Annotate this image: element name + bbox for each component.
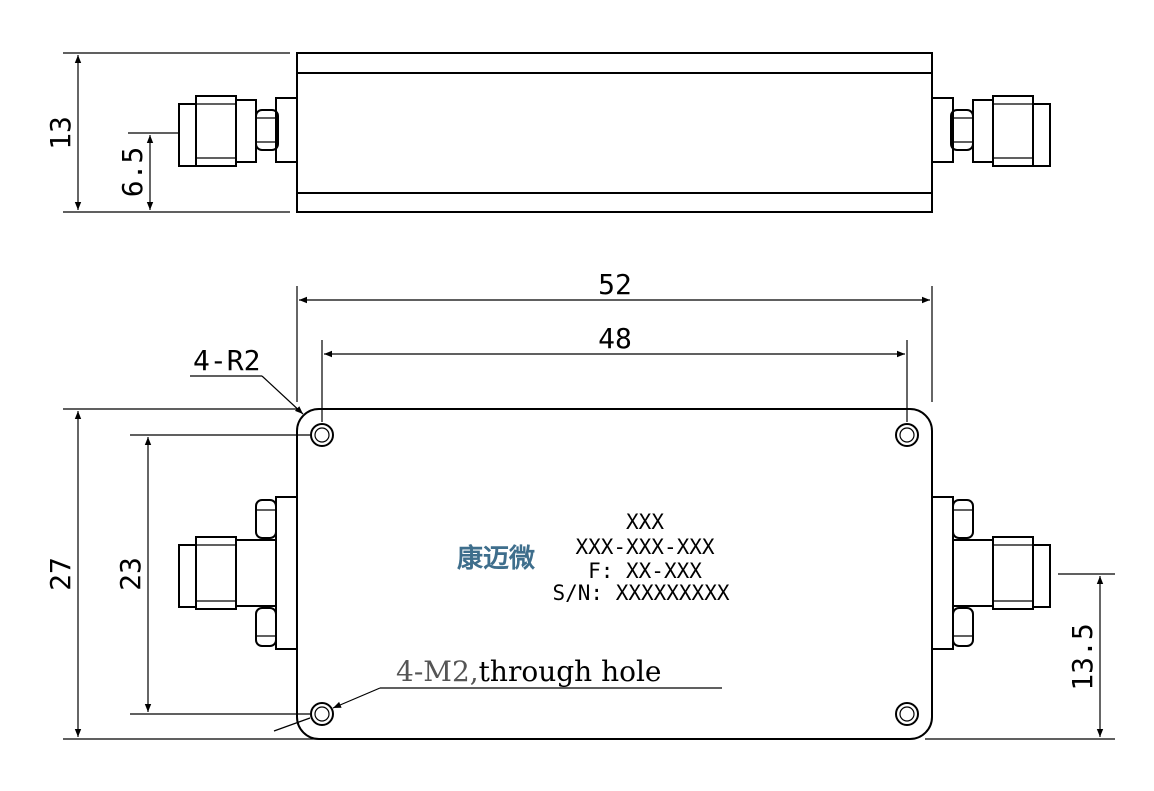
top-view: 康迈微 XXX XXX-XXX-XXX F: XX-XXX S/N: XXXXX… — [44, 268, 1115, 740]
dim-total-width: 27 — [44, 408, 320, 740]
dim-connector-offset-label: 13.5 — [1066, 623, 1099, 690]
label-line-part-number: XXX-XXX-XXX — [575, 535, 714, 559]
dim-side-center-label: 6.5 — [116, 147, 149, 198]
dim-hole-spacing-x: 48 — [321, 322, 908, 422]
dim-hole-spacing-y-label: 23 — [114, 557, 147, 591]
dim-hole-spacing-y: 23 — [114, 434, 310, 715]
mounting-hole — [895, 423, 919, 447]
callout-hole-spec-suffix: through hole — [479, 655, 662, 688]
label-line-serial: S/N: XXXXXXXXX — [552, 581, 729, 605]
dim-side-height: 13 — [44, 52, 290, 213]
dim-total-length: 52 — [296, 268, 933, 402]
side-right-connector — [931, 95, 1051, 167]
side-view: 13 6.5 — [44, 52, 1051, 213]
callout-hole-spec: 4-M2,through hole — [273, 655, 722, 732]
side-body-outline — [296, 52, 933, 213]
dim-connector-offset: 13.5 — [925, 573, 1115, 740]
callout-corner-radius-label: 4-R2 — [193, 344, 260, 377]
dim-side-height-label: 13 — [44, 116, 77, 150]
top-right-connector — [931, 496, 1051, 650]
mounting-hole — [310, 423, 334, 447]
brand-logo: 康迈微 — [457, 543, 535, 574]
dim-side-center: 6.5 — [116, 132, 178, 210]
dim-total-length-label: 52 — [598, 268, 632, 301]
callout-hole-spec-prefix: 4-M2, — [396, 655, 479, 688]
callout-corner-radius: 4-R2 — [190, 344, 304, 415]
dim-hole-spacing-x-label: 48 — [598, 322, 632, 355]
label-line-model: XXX — [626, 510, 664, 534]
label-line-frequency: F: XX-XXX — [588, 559, 702, 583]
product-label: 康迈微 XXX XXX-XXX-XXX F: XX-XXX S/N: XXXXX… — [457, 510, 730, 605]
dim-total-width-label: 27 — [44, 557, 77, 591]
mounting-hole — [310, 702, 334, 726]
top-left-connector — [178, 496, 298, 650]
callout-hole-spec-label: 4-M2,through hole — [396, 655, 662, 688]
mounting-hole — [895, 702, 919, 726]
side-left-connector — [178, 95, 298, 167]
